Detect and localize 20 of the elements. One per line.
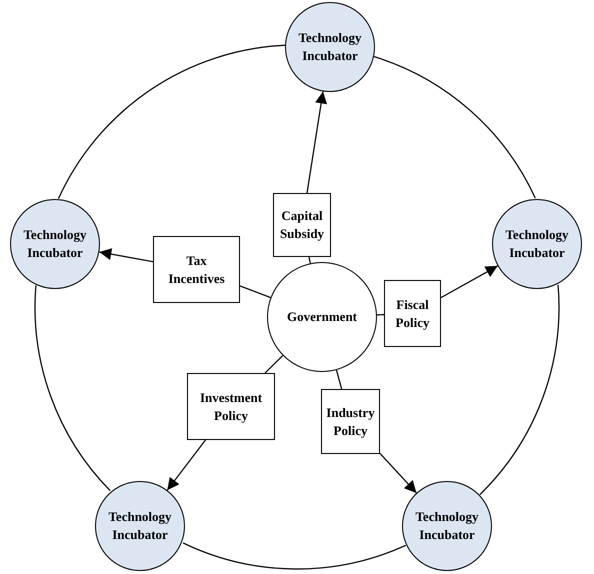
connector-line xyxy=(240,285,271,298)
process-box: Industry Policy xyxy=(321,389,380,454)
arrow xyxy=(166,440,206,491)
process-box: Fiscal Policy xyxy=(384,280,441,347)
arrow xyxy=(380,453,417,494)
ring-arc xyxy=(374,56,536,198)
ring-arc xyxy=(58,44,286,199)
process-box: Investment Policy xyxy=(187,373,275,440)
connector-line xyxy=(376,314,384,316)
arrow xyxy=(99,248,154,262)
arrow xyxy=(306,91,328,194)
ring-arc xyxy=(34,285,111,492)
arrow xyxy=(440,265,498,298)
ring-arc xyxy=(182,542,406,570)
process-box: Capital Subsidy xyxy=(273,193,331,257)
connector-line xyxy=(264,355,284,374)
process-box: Tax Incentives xyxy=(153,236,240,303)
connector-line xyxy=(336,370,342,390)
ring-arc xyxy=(479,284,560,496)
connector-line xyxy=(308,256,311,264)
